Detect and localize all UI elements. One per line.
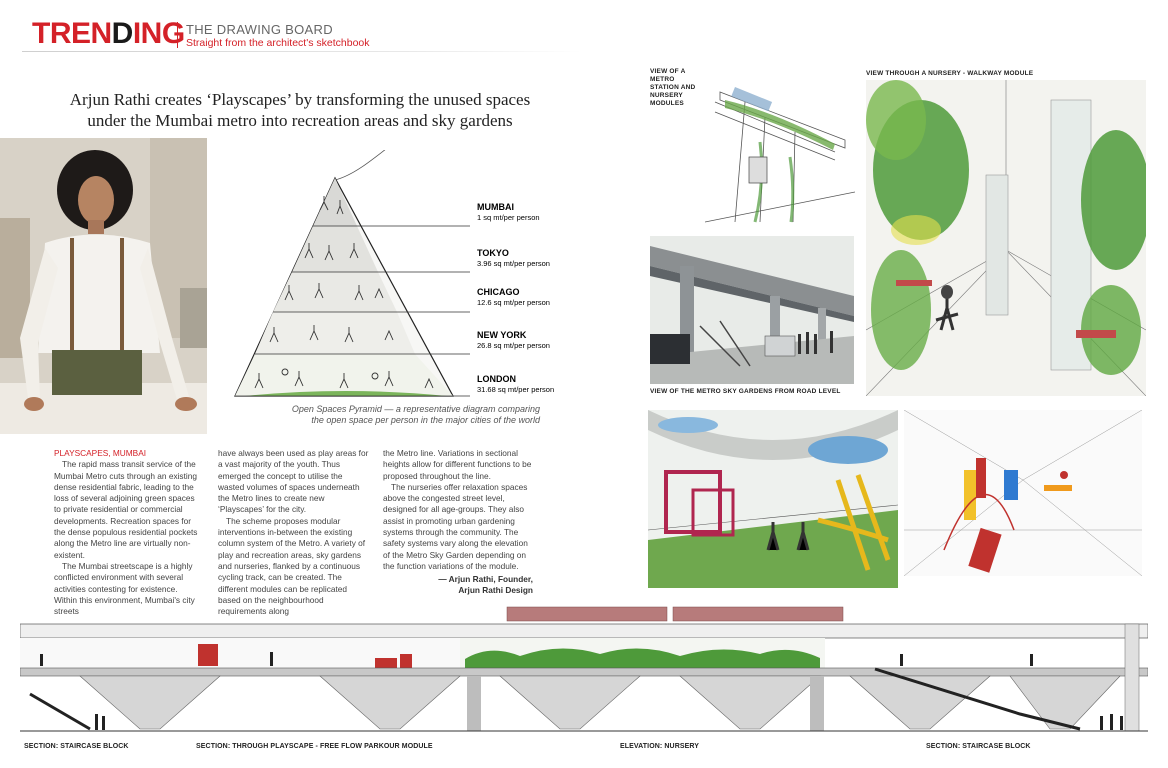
metro-station-label: VIEW OF A METRO STATION AND NURSERY MODU… [650,68,696,107]
brand-part-2: D [111,17,134,50]
pyramid-city-mumbai: MUMBAI [477,202,514,212]
pyramid-value-new-york: 26.8 sq mt/per person [477,341,550,350]
pyramid-value-london: 31.68 sq mt/per person [477,385,554,394]
metro-station-sketch [705,72,855,232]
signature-line-2: Arjun Rathi Design [458,585,533,596]
pyramid-city-london: LONDON [477,374,516,384]
architect-photo [0,138,207,434]
pyramid-value-chicago: 12.6 sq mt/per person [477,298,550,307]
sky-gardens-sketch [650,236,854,384]
article-headline: Arjun Rathi creates ‘Playscapes’ by tran… [69,90,531,130]
elevation-label-nursery: ELEVATION: NURSERY [620,743,700,750]
article-paragraph: have always been used as play areas for … [218,448,369,515]
section-title: THE DRAWING BOARD [186,22,333,37]
nursery-walkway-label: VIEW THROUGH A NURSERY - WALKWAY MODULE [866,70,1034,77]
pyramid-caption: Open Spaces Pyramid — a representative d… [291,404,540,425]
article-column-3: the Metro line. Variations in sectional … [383,448,533,596]
article-paragraph: The scheme proposes modular intervention… [218,515,366,617]
article-paragraph: the Metro line. Variations in sectional … [383,448,532,481]
parkour-sketch [904,410,1142,576]
pyramid-city-new-york: NEW YORK [477,330,527,340]
brand-logo: TRENDING [32,17,185,51]
pyramid-city-tokyo: TOKYO [477,248,509,258]
article-paragraph: The Mumbai streetscape is a highly confl… [54,560,195,617]
header-divider [177,22,178,48]
elevation-label-playscape: SECTION: THROUGH PLAYSCAPE - FREE FLOW P… [196,743,433,750]
signature-line-1: — Arjun Rathi, Founder, [438,574,533,585]
playscape-sketch [648,410,898,588]
brand-part-1: TREN [32,17,112,50]
author-signature: — Arjun Rathi, Founder, Arjun Rathi Desi… [383,574,533,596]
header-rule [22,51,582,52]
elevation-label-staircase-left: SECTION: STAIRCASE BLOCK [24,743,129,750]
elevation-label-staircase-right: SECTION: STAIRCASE BLOCK [926,743,1031,750]
metro-elevation-drawing [19,604,1149,744]
article-heading: PLAYSCAPES, MUMBAI [54,448,147,458]
pyramid-value-tokyo: 3.96 sq mt/per person [477,259,550,268]
open-spaces-pyramid: MUMBAI 1 sq mt/per person TOKYO 3.96 sq … [225,59,555,400]
pyramid-city-chicago: CHICAGO [477,287,520,297]
section-subtitle: Straight from the architect's sketchbook [186,37,370,49]
sky-gardens-label: VIEW OF THE METRO SKY GARDENS FROM ROAD … [650,388,841,395]
article-column-2: have always been used as play areas for … [218,448,370,617]
pyramid-value-mumbai: 1 sq mt/per person [477,213,540,222]
article-column-1: PLAYSCAPES, MUMBAI The rapid mass transi… [54,448,202,617]
brand-part-3: ING [132,17,185,50]
nursery-walkway-sketch [866,80,1146,396]
article-paragraph: The rapid mass transit service of the Mu… [54,459,198,560]
article-paragraph: The nurseries offer relaxation spaces ab… [383,481,528,571]
